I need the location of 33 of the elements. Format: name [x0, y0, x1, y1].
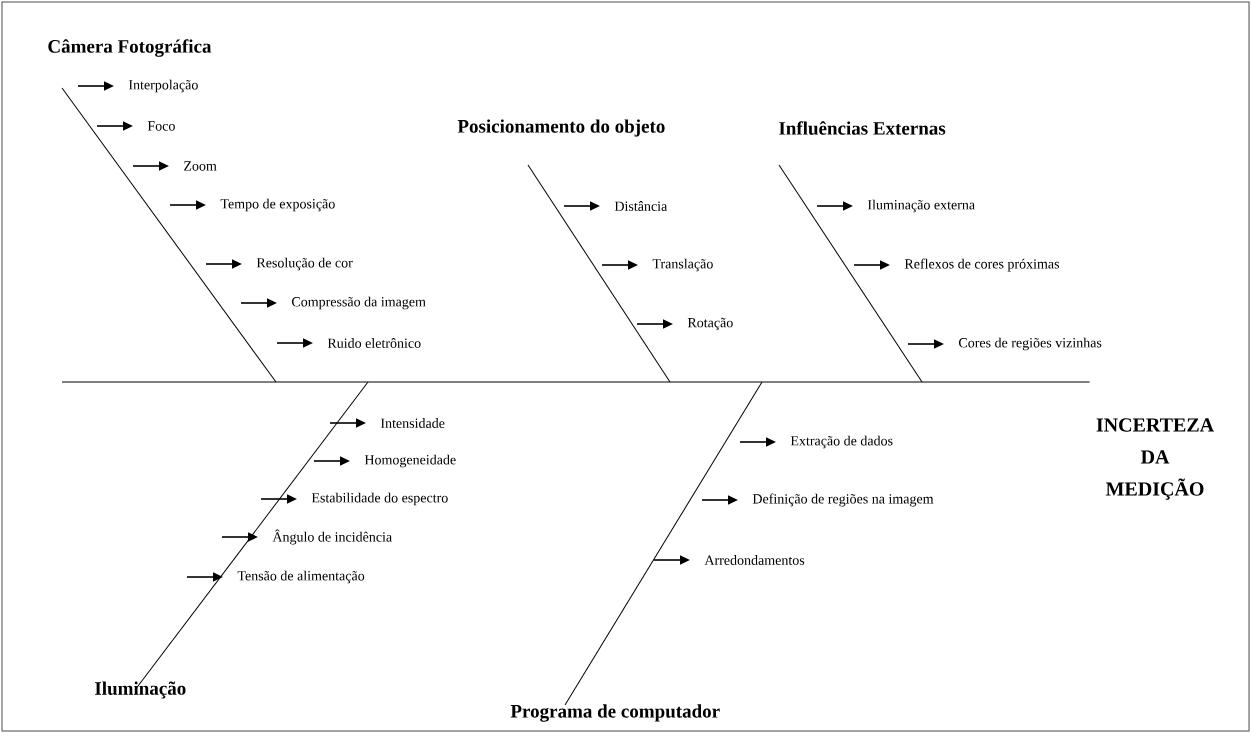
cause-label: Rotação	[687, 317, 733, 331]
category-label: Posicionamento do objeto	[457, 119, 665, 137]
cause-label: Intensidade	[380, 418, 445, 428]
cause-label: Foco	[147, 121, 175, 131]
cause-label: Interpolação	[128, 79, 198, 93]
spine-line	[61, 381, 1091, 383]
cause-label: Reflexos de cores próximas	[904, 258, 1060, 272]
bone-line	[564, 381, 763, 706]
bone-line	[778, 164, 923, 383]
cause-label: Arredondamentos	[704, 555, 805, 565]
cause-label: Ruido eletrônico	[327, 338, 421, 348]
cause-label: Iluminação externa	[867, 199, 975, 213]
category-label: Câmera Fotográfica	[48, 39, 212, 57]
cause-label: Definição de regiões na imagem	[752, 493, 934, 507]
bone-line	[134, 381, 369, 691]
cause-label: Estabilidade do espectro	[311, 492, 448, 506]
cause-label: Cores de regiões vizinhas	[959, 337, 1102, 351]
cause-label: Tensão de alimentação	[237, 570, 365, 584]
cause-label: Extração de dados	[790, 435, 893, 449]
cause-label: Compressão da imagem	[291, 296, 426, 310]
bone-line	[61, 87, 277, 383]
bone-line	[527, 164, 671, 383]
cause-label: Zoom	[184, 161, 217, 171]
category-label: Iluminação	[95, 681, 186, 699]
cause-label: Resolução de cor	[256, 257, 353, 271]
cause-label: Translação	[652, 258, 713, 272]
category-label: Programa de computador	[510, 704, 720, 722]
cause-label: Distância	[614, 201, 668, 211]
cause-label: Tempo de exposição	[220, 198, 335, 212]
cause-label: Ângulo de incidência	[272, 529, 392, 545]
category-label: Influências Externas	[779, 121, 946, 135]
cause-label: Homogeneidade	[364, 454, 456, 468]
effect-label: INCERTEZA DA MEDIÇÃO	[1096, 418, 1214, 500]
